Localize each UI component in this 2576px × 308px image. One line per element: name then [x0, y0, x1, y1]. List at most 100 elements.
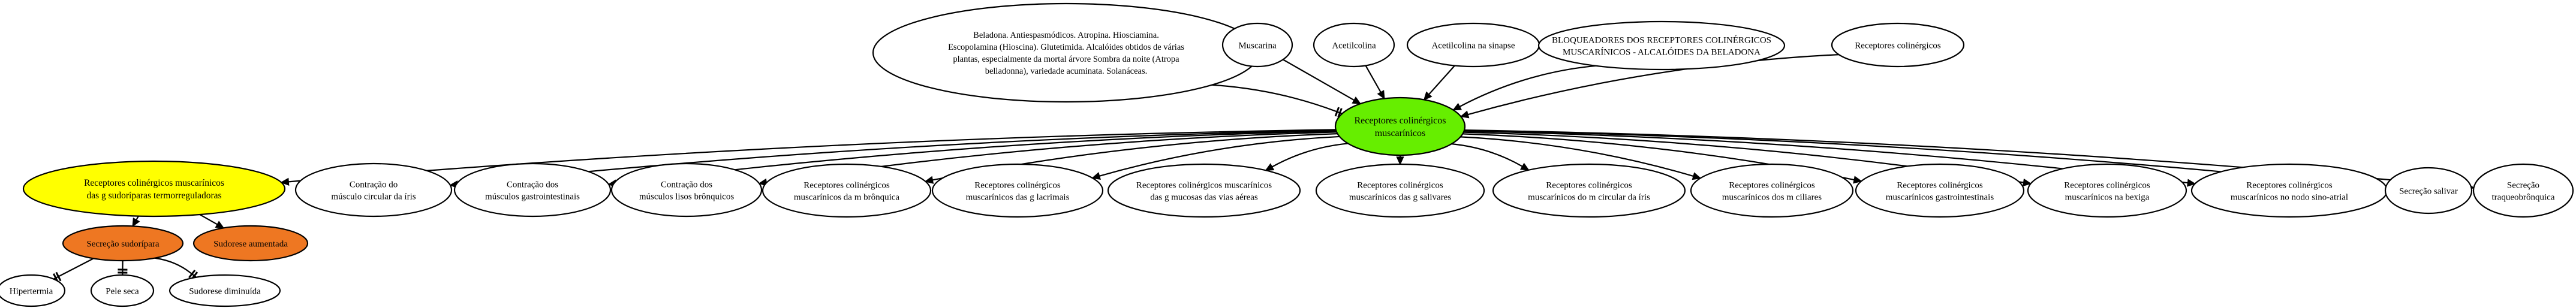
- node-label-line: Receptores colinérgicos: [2064, 180, 2150, 190]
- arrow-head: [280, 177, 290, 186]
- node-termo[interactable]: Receptores colinérgicos muscarínicos das …: [22, 160, 286, 218]
- node-secrecao-salivar[interactable]: Secreção salivar: [2384, 167, 2473, 215]
- edge-center-to-g_salivares: [1396, 155, 1404, 165]
- node-receptores-col[interactable]: Receptores colinérgicos: [1831, 22, 1965, 68]
- node-label-line: muscarínicos: [1375, 128, 1425, 138]
- node-label-line: BLOQUEADORES DOS RECEPTORES COLINÉRGICOS: [1552, 35, 1771, 45]
- arrow-head: [2187, 179, 2196, 187]
- node-secrecao-sudoripara[interactable]: Secreção sudorípara: [62, 225, 184, 262]
- node-label-line: Acetilcolina: [1332, 41, 1376, 50]
- node-label-line: belladonna), variedade acuminata. Solaná…: [985, 67, 1148, 76]
- tee-head: [188, 269, 196, 279]
- node-gastro-musc[interactable]: Contração dos músculos gastrointestinais: [453, 162, 612, 218]
- arrow-head: [924, 176, 934, 184]
- edge-acetilcolina-to-center: [1365, 65, 1385, 100]
- node-ellipse: [0, 274, 66, 307]
- arrow-head: [1692, 172, 1702, 180]
- node-sudorese-diminuida[interactable]: Sudorese diminuída: [168, 274, 281, 307]
- node-label-line: Receptores colinérgicos muscarínicos: [84, 178, 224, 188]
- arrow-head: [1423, 91, 1433, 101]
- node-label-line: MUSCARÍNICOS - ALCALÓIDES DA BELADONA: [1563, 47, 1761, 57]
- node-ellipse: [1313, 22, 1395, 68]
- node-label-line: muscarínicos da m brônquica: [794, 192, 900, 202]
- node-ellipse: [294, 162, 453, 218]
- edge-center-to-m_circ_iris: [1451, 143, 1530, 171]
- edge-center-to-g_mucosas: [1265, 143, 1349, 171]
- node-label-line: muscarínicos das g salivares: [1349, 192, 1452, 202]
- node-hipertermia[interactable]: Hipertermia: [0, 274, 66, 307]
- node-label-line: muscarínicos gastrointestinais: [1886, 192, 1994, 202]
- node-label-line: músculos gastrointestinais: [485, 192, 580, 201]
- node-sudorese-aumentada[interactable]: Sudorese aumentada: [192, 225, 309, 262]
- node-ellipse: [2384, 167, 2473, 215]
- edge-center-to-g_lacrimais: [1091, 135, 1340, 180]
- node-ellipse: [610, 162, 763, 218]
- node-secrecao-traq[interactable]: Secreção traqueobrônquica: [2472, 163, 2574, 218]
- node-label-line: Pele seca: [106, 286, 139, 296]
- node-g-mucosas[interactable]: Receptores colinérgicos muscarínicosdas …: [1107, 163, 1301, 218]
- edge-termo-to-secrecao_sudoripara: [132, 216, 140, 227]
- node-label-line: Secreção: [2507, 180, 2539, 190]
- node-label-line: músculo circular da íris: [331, 192, 416, 201]
- node-beladona[interactable]: Beladona. Antiespasmódicos. Atropina. Hi…: [872, 2, 1260, 103]
- edge-secrecao_sudoripara-to-pele_seca: [118, 260, 128, 276]
- node-pele-seca[interactable]: Pele seca: [90, 274, 155, 307]
- arrow-head: [1519, 162, 1530, 171]
- node-ellipse: [762, 163, 932, 218]
- arrow-head: [1352, 96, 1362, 105]
- node-ellipse: [453, 162, 612, 218]
- node-label-line: Sudorese aumentada: [213, 239, 288, 249]
- node-label-line: Receptores colinérgicos: [1855, 41, 1941, 50]
- node-label-line: Receptores colinérgicos: [2246, 180, 2333, 190]
- node-muscarina[interactable]: Muscarina: [1221, 22, 1293, 68]
- node-label-line: Acetilcolina na sinapse: [1431, 41, 1515, 50]
- node-ellipse: [2472, 163, 2574, 218]
- node-acetilcolina[interactable]: Acetilcolina: [1313, 22, 1395, 68]
- node-center[interactable]: Receptores colinérgicos muscarínicos: [1334, 96, 1466, 156]
- edge-center-to-termo: [280, 129, 1336, 186]
- edge-bloqueadores-to-center: [1452, 65, 1596, 111]
- node-m-ciliares[interactable]: Receptores colinérgicos muscarínicos dos …: [1690, 163, 1854, 218]
- node-ellipse: [2190, 163, 2388, 218]
- node-label-line: muscarínicos do m circular da íris: [1528, 192, 1650, 202]
- node-ellipse: [2027, 163, 2187, 218]
- node-label-line: Hipertermia: [10, 286, 53, 296]
- node-ellipse: [22, 160, 286, 218]
- node-m-circ-iris[interactable]: Receptores colinérgicos muscarínicos do m…: [1492, 163, 1686, 218]
- node-bloqueadores[interactable]: BLOQUEADORES DOS RECEPTORES COLINÉRGICOS…: [1537, 20, 1786, 71]
- node-label-line: Receptores colinérgicos: [1546, 180, 1632, 190]
- node-acetil-sinapse[interactable]: Acetilcolina na sinapse: [1406, 22, 1540, 68]
- tee-head: [55, 271, 62, 282]
- node-label-line: traqueobrônquica: [2492, 192, 2555, 202]
- edge-secrecao_sudoripara-to-hipertermia: [52, 258, 94, 283]
- node-label-line: Receptores colinérgicos: [1355, 116, 1446, 126]
- tee-head: [1334, 107, 1340, 117]
- node-label-line: Receptores colinérgicos: [1729, 180, 1815, 190]
- arrow-head: [1459, 110, 1470, 119]
- node-ellipse: [1315, 163, 1485, 218]
- node-ellipse: [1107, 163, 1301, 218]
- arrow-head: [1853, 176, 1862, 184]
- node-label-line: Secreção sudorípara: [86, 239, 160, 249]
- edge-center-to-m_ciliares: [1460, 136, 1702, 180]
- arrow-head: [1377, 90, 1385, 100]
- edge-secrecao_sudoripara-to-sudorese_diminuida: [154, 257, 198, 280]
- node-label-line: Contração dos: [507, 180, 558, 189]
- node-label-line: Sudorese diminuída: [189, 286, 261, 296]
- arrow-head: [1396, 156, 1404, 165]
- node-label-line: Secreção salivar: [2399, 186, 2458, 196]
- node-ellipse: [1334, 96, 1466, 156]
- node-label-line: das g sudoríparas termorreguladoras: [86, 191, 221, 201]
- node-label-line: Beladona. Antiespasmódicos. Atropina. Hi…: [973, 31, 1159, 40]
- node-label-line: muscarínicos dos m ciliares: [1722, 192, 1822, 202]
